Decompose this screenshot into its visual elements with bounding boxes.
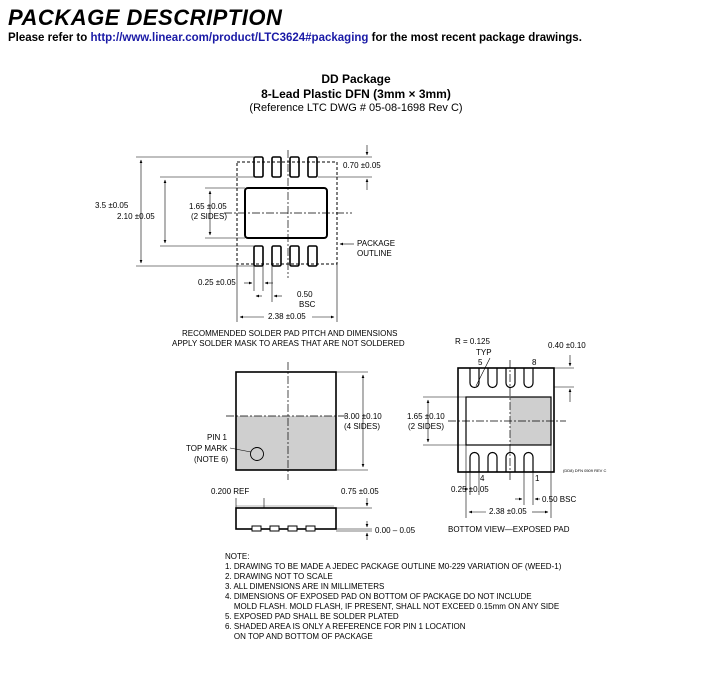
- note-item: 4. DIMENSIONS OF EXPOSED PAD ON BOTTOM O…: [225, 592, 532, 601]
- dim-075: 0.75 ±0.05: [341, 487, 379, 496]
- pin1-shaded-area-bottom: [510, 397, 551, 445]
- package-reference: (Reference LTC DWG # 05-08-1698 Rev C): [249, 102, 463, 114]
- package-title: DD Package: [321, 72, 391, 86]
- note-item: MOLD FLASH. MOLD FLASH, IF PRESENT, SHAL…: [225, 602, 560, 611]
- dim-238-b: 2.38 ±0.05: [489, 507, 527, 516]
- refer-suffix: for the most recent package drawings.: [371, 32, 582, 44]
- pin-1-label: 1: [535, 474, 540, 483]
- dim-210: 2.10 ±0.05: [117, 212, 155, 221]
- dim-050-note: BSC: [299, 300, 316, 309]
- top-view-drawing: [226, 362, 372, 540]
- refer-prefix: Please refer to: [8, 32, 88, 44]
- note-item: ON TOP AND BOTTOM OF PACKAGE: [225, 632, 373, 641]
- footprint-caption-2: APPLY SOLDER MASK TO AREAS THAT ARE NOT …: [172, 339, 405, 348]
- dim-300: 3.00 ±0.10: [344, 412, 382, 421]
- pin1-label-3: (NOTE 6): [194, 455, 229, 464]
- pin-5-label: 5: [478, 358, 483, 367]
- radius-label: R = 0.125: [455, 337, 490, 346]
- dim-35: 3.5 ±0.05: [95, 201, 129, 210]
- dim-050: 0.50: [297, 290, 313, 299]
- pin-4-label: 4: [480, 474, 485, 483]
- dim-165-b-note: (2 SIDES): [408, 422, 445, 431]
- dim-165: 1.65 ±0.05: [189, 202, 227, 211]
- outline-label-2: OUTLINE: [357, 249, 392, 258]
- dim-165-b: 1.65 ±0.10: [407, 412, 445, 421]
- dim-040: 0.40 ±0.10: [548, 341, 586, 350]
- pin1-label-2: TOP MARK: [186, 444, 228, 453]
- package-subtitle: 8-Lead Plastic DFN (3mm × 3mm): [261, 87, 451, 101]
- pin-8-label: 8: [532, 358, 537, 367]
- note-item: 1. DRAWING TO BE MADE A JEDEC PACKAGE OU…: [225, 562, 562, 571]
- pin1-shaded-area: [236, 416, 336, 470]
- refer-line: Please refer to http://www.linear.com/pr…: [8, 32, 582, 44]
- drawing-id: (DD8) DFN 0509 REV C: [563, 468, 607, 473]
- footprint-caption-1: RECOMMENDED SOLDER PAD PITCH AND DIMENSI…: [182, 329, 398, 338]
- bottom-view-drawing: [423, 355, 574, 518]
- note-item: 6. SHADED AREA IS ONLY A REFERENCE FOR P…: [225, 622, 466, 631]
- package-link[interactable]: http://www.linear.com/product/LTC3624#pa…: [90, 32, 369, 44]
- dim-025-b: 0.25 ±0.05: [451, 485, 489, 494]
- radius-typ: TYP: [476, 348, 492, 357]
- dim-300-note: (4 SIDES): [344, 422, 381, 431]
- notes-heading: NOTE:: [225, 552, 250, 561]
- dim-000: 0.00 – 0.05: [375, 526, 416, 535]
- outline-label-1: PACKAGE: [357, 239, 396, 248]
- dim-070: 0.70 ±0.05: [343, 161, 381, 170]
- pin1-label-1: PIN 1: [207, 433, 228, 442]
- note-item: 5. EXPOSED PAD SHALL BE SOLDER PLATED: [225, 612, 399, 621]
- dim-050-b: 0.50 BSC: [542, 495, 577, 504]
- pin1-mark: [250, 447, 264, 461]
- note-item: 2. DRAWING NOT TO SCALE: [225, 572, 333, 581]
- notes-block: NOTE: 1. DRAWING TO BE MADE A JEDEC PACK…: [225, 552, 561, 642]
- note-item: 3. ALL DIMENSIONS ARE IN MILLIMETERS: [225, 582, 385, 591]
- dim-238: 2.38 ±0.05: [268, 312, 306, 321]
- section-title: PACKAGE DESCRIPTION: [8, 5, 283, 30]
- dim-165-note: (2 SIDES): [191, 212, 228, 221]
- dim-025: 0.25 ±0.05: [198, 278, 236, 287]
- bottom-view-caption: BOTTOM VIEW—EXPOSED PAD: [448, 525, 570, 534]
- dim-ref: 0.200 REF: [211, 487, 250, 496]
- footprint-drawing: [136, 145, 372, 322]
